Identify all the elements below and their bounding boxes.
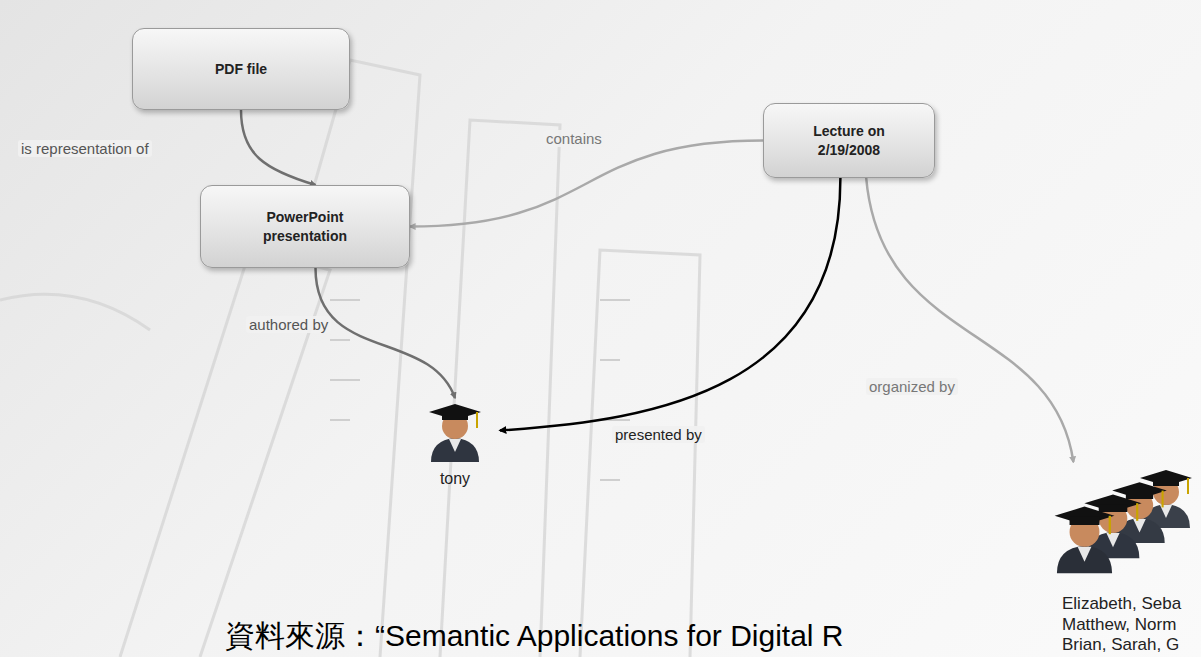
box-label: Lecture on 2/19/2008 [794, 122, 904, 160]
box-label: PDF file [215, 60, 267, 79]
people-group-node: Elizabeth, Seba Matthew, Norm Brian, Sar… [1020, 462, 1198, 657]
relation-arrow [316, 268, 456, 398]
box-label: PowerPoint presentation [245, 208, 365, 246]
edge-label: authored by [246, 316, 331, 333]
relation-arrow [410, 141, 763, 227]
process-box: PDF file [132, 28, 350, 110]
relation-arrow [866, 178, 1073, 462]
edge-label: presented by [612, 426, 705, 443]
process-box: Lecture on 2/19/2008 [763, 103, 935, 178]
person-name: tony [410, 470, 500, 488]
edge-label: contains [543, 130, 605, 147]
person-node: tony [410, 398, 500, 506]
source-caption: 資料來源：“Semantic Applications for Digital … [225, 617, 844, 655]
people-group-icon [1020, 462, 1198, 582]
process-box: PowerPoint presentation [200, 185, 410, 268]
relation-arrow [500, 178, 840, 430]
person-icon [420, 398, 490, 466]
edge-label: is representation of [18, 140, 152, 157]
relation-arrow [241, 110, 316, 185]
people-names: Elizabeth, Seba Matthew, Norm Brian, Sar… [1062, 594, 1196, 656]
edge-label: organized by [866, 378, 958, 395]
